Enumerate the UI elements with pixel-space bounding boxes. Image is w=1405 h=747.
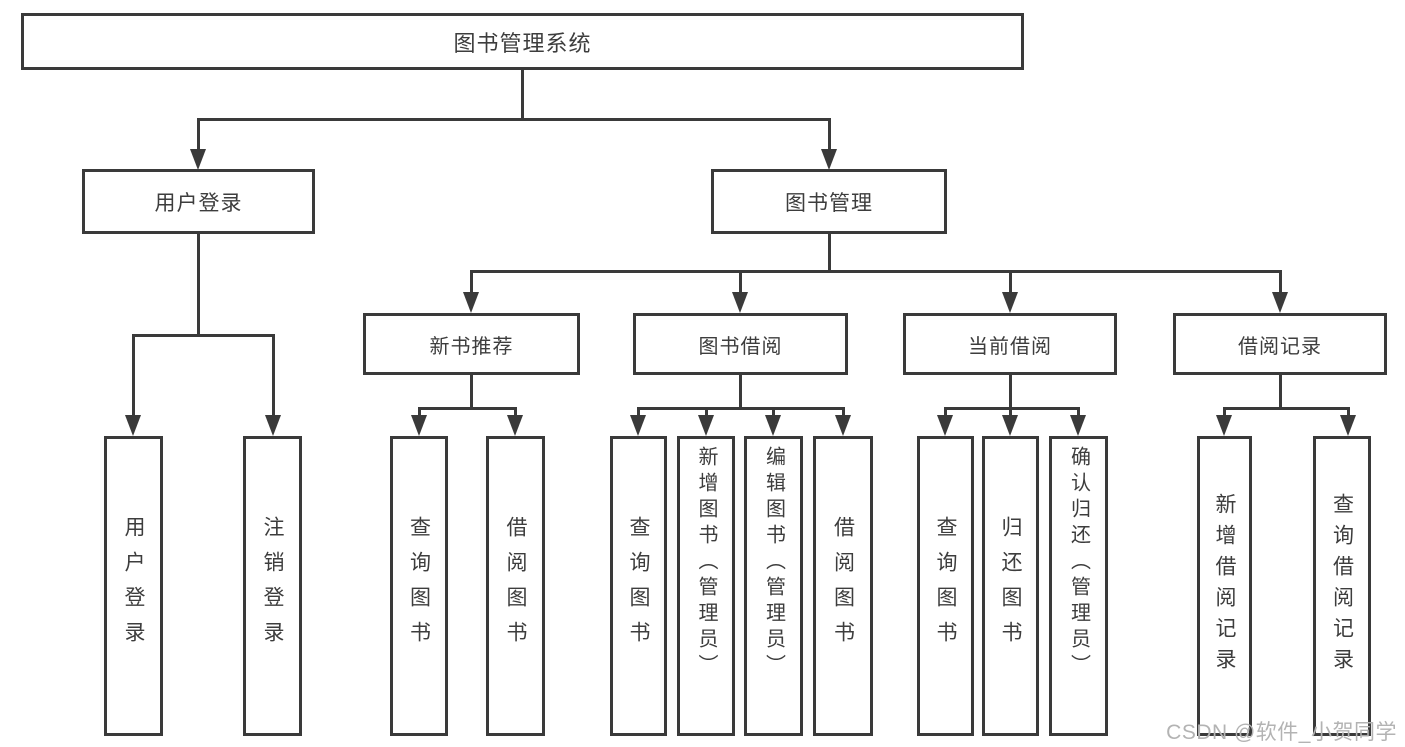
connector-stub	[772, 407, 775, 416]
connector-stub-logout-leaf	[272, 334, 275, 416]
connector-user-login-trunk	[197, 234, 200, 335]
arrowhead	[765, 415, 781, 436]
node-book-borrowing: 图书借阅	[633, 313, 848, 375]
arrowhead	[835, 415, 851, 436]
arrowhead-borrow-records	[1272, 292, 1288, 313]
arrowhead	[1070, 415, 1086, 436]
connector-stub	[944, 407, 947, 416]
node-label: 用户登录	[154, 191, 243, 215]
node-leaf-query-borrow-record: 查询借阅记录	[1313, 436, 1371, 736]
node-label: 图书管理系统	[453, 30, 592, 56]
connector-user-login-split	[132, 334, 274, 337]
connector-book-mgmt-split	[470, 270, 1282, 273]
arrowhead-book-borrowing	[732, 292, 748, 313]
node-label: 图书管理	[785, 191, 873, 215]
node-leaf-add-borrow-record: 新增借阅记录	[1197, 436, 1252, 736]
arrowhead-new-books	[463, 292, 479, 313]
node-label: 编辑图书（管理员）	[762, 446, 785, 680]
node-leaf-borrow-books-newbooks: 借阅图书	[486, 436, 545, 736]
node-leaf-add-books-admin: 新增图书（管理员）	[677, 436, 735, 736]
arrowhead-user-login	[190, 149, 206, 170]
arrowhead	[1002, 415, 1018, 436]
connector-new-books-trunk	[470, 375, 473, 409]
connector-stub	[637, 407, 640, 416]
node-current-borrowing: 当前借阅	[903, 313, 1117, 375]
connector-stub-login-leaf	[132, 334, 135, 416]
node-leaf-query-books-newbooks: 查询图书	[390, 436, 448, 736]
connector-stub-book-mgmt	[828, 118, 831, 150]
node-label: 图书借阅	[698, 335, 783, 358]
node-new-book-recommend: 新书推荐	[363, 313, 580, 375]
arrowhead-book-mgmt	[821, 149, 837, 170]
connector-root-trunk	[521, 70, 524, 119]
node-label: 用户登录	[122, 516, 145, 656]
node-label: 确认归还（管理员）	[1067, 446, 1090, 680]
connector-stub-new-books	[470, 270, 473, 294]
connector-new-books-split	[418, 407, 517, 410]
connector-book-borrowing-split	[637, 407, 845, 410]
arrowhead	[698, 415, 714, 436]
arrowhead	[630, 415, 646, 436]
connector-root-split	[197, 118, 831, 121]
connector-book-mgmt-trunk	[828, 234, 831, 272]
connector-current-borrowing-split	[944, 407, 1080, 410]
node-label: 注销登录	[261, 516, 284, 656]
node-leaf-user-login: 用户登录	[104, 436, 163, 736]
node-book-management: 图书管理	[711, 169, 947, 234]
connector-stub	[1077, 407, 1080, 416]
node-label: 查询图书	[407, 516, 431, 656]
node-label: 新增图书（管理员）	[695, 446, 717, 680]
node-label: 借阅记录	[1238, 335, 1322, 358]
node-leaf-logout: 注销登录	[243, 436, 302, 736]
node-leaf-query-books-current: 查询图书	[917, 436, 974, 736]
arrowhead	[1340, 415, 1356, 436]
node-label: 新书推荐	[429, 335, 514, 358]
node-leaf-borrow-books-borrowing: 借阅图书	[813, 436, 873, 736]
connector-stub	[514, 407, 517, 416]
connector-stub-borrow-records	[1279, 270, 1282, 294]
arrowhead	[937, 415, 953, 436]
connector-current-borrowing-trunk	[1009, 375, 1012, 409]
connector-stub	[705, 407, 708, 416]
node-leaf-query-books-borrowing: 查询图书	[610, 436, 667, 736]
arrowhead	[1216, 415, 1232, 436]
node-label: 新增借阅记录	[1213, 493, 1236, 679]
connector-book-borrowing-trunk	[739, 375, 742, 409]
csdn-watermark: CSDN @软件_小贺同学	[1166, 721, 1397, 744]
node-label: 借阅图书	[831, 516, 855, 656]
node-leaf-return-books: 归还图书	[982, 436, 1039, 736]
connector-stub-current-borrowing	[1009, 270, 1012, 294]
node-library-system: 图书管理系统	[21, 13, 1024, 70]
connector-stub	[1223, 407, 1226, 416]
arrowhead	[507, 415, 523, 436]
arrowhead	[411, 415, 427, 436]
node-label: 查询图书	[627, 516, 650, 656]
connector-stub	[842, 407, 845, 416]
connector-borrow-records-split	[1223, 407, 1349, 410]
connector-stub-book-borrowing	[739, 270, 742, 294]
node-label: 归还图书	[999, 516, 1022, 656]
node-leaf-edit-books-admin: 编辑图书（管理员）	[744, 436, 803, 736]
node-label: 查询借阅记录	[1330, 493, 1354, 679]
node-label: 查询图书	[934, 516, 957, 656]
node-label: 当前借阅	[968, 335, 1052, 358]
connector-stub	[418, 407, 421, 416]
arrowhead-logout-leaf	[265, 415, 281, 436]
connector-stub	[1009, 407, 1012, 416]
arrowhead-current-borrowing	[1002, 292, 1018, 313]
arrowhead-login-leaf	[125, 415, 141, 436]
connector-stub	[1347, 407, 1350, 416]
connector-borrow-records-trunk	[1279, 375, 1282, 409]
node-user-login: 用户登录	[82, 169, 315, 234]
connector-stub-user-login	[197, 118, 200, 150]
node-label: 借阅图书	[504, 516, 527, 656]
node-borrowing-records: 借阅记录	[1173, 313, 1387, 375]
node-leaf-confirm-return-admin: 确认归还（管理员）	[1049, 436, 1108, 736]
